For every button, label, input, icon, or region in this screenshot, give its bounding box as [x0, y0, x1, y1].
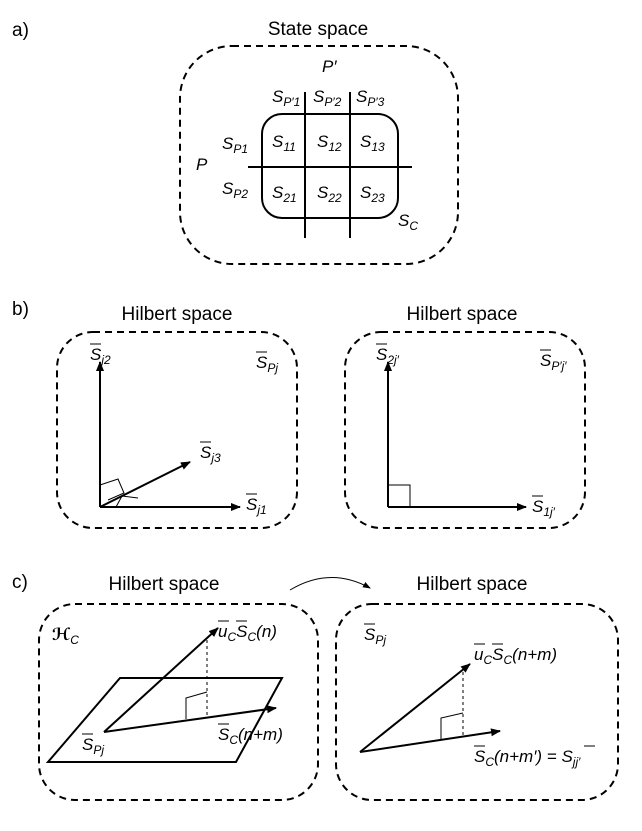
vector-uc-sc-n-m — [359, 663, 471, 753]
panel-a-label: a) — [12, 20, 29, 41]
col-label-2: SP′2 — [313, 87, 342, 109]
hilbert-title-b-left: Hilbert space — [122, 304, 233, 325]
projection-right-angle — [185, 691, 208, 719]
cell-21: S21 — [272, 183, 297, 205]
hilbert-box-b-right — [344, 331, 586, 529]
sc-label: SC — [398, 211, 418, 233]
right-angle-marker — [388, 484, 411, 507]
state-space-title: State space — [268, 19, 368, 40]
vector-sc-n-m-prime — [359, 728, 501, 753]
label-uc-sc-n-m: uCSC(n+m) — [474, 645, 557, 667]
label-spj-c-right: SPj — [364, 625, 386, 647]
row-label-2: SP2 — [222, 179, 248, 201]
label-sc-n-m-prime: SC(n+m′) = Sjj′ — [474, 747, 581, 769]
hilbert-box-b-left — [56, 331, 298, 529]
label-spj-b: SPj — [256, 353, 278, 375]
col-label-3: SP′3 — [356, 87, 385, 109]
right-angle-marker-skew-1 — [99, 478, 125, 501]
p-label: P — [196, 155, 208, 174]
hilbert-title-c-right: Hilbert space — [417, 574, 528, 595]
label-j3: Sj3 — [200, 443, 221, 465]
panel-a: a) State space P′ P SP′1 SP′2 SP′3 SP1 S… — [12, 19, 459, 265]
hilbert-box-c-left — [38, 603, 319, 801]
vector-sc-n-m — [103, 705, 277, 733]
col-label-1: SP′1 — [272, 87, 300, 109]
transition-arrow — [289, 577, 371, 591]
cell-13: S13 — [360, 132, 385, 154]
row-label-1: SP1 — [222, 134, 248, 156]
hc-label: ℋC — [52, 625, 79, 647]
vector-uc-sc-n — [103, 627, 219, 733]
panel-b: b) Hilbert space Sj2 Sj1 Sj3 SPj Hilbert… — [12, 299, 586, 529]
vector-j3-arrow — [99, 461, 191, 508]
cell-12: S12 — [317, 132, 342, 154]
state-space-boundary — [179, 45, 459, 265]
cell-23: S23 — [360, 183, 385, 205]
panel-c: c) Hilbert space ℋC uCSC(n) SC(n+m) SPj … — [12, 572, 619, 801]
label-uc-sc-n: uCSC(n) — [218, 622, 277, 644]
label-spj-prime: SP′j′ — [540, 351, 567, 373]
panel-b-label: b) — [12, 299, 29, 320]
p-prime-label: P′ — [322, 57, 337, 76]
hilbert-box-c-right — [335, 603, 619, 801]
right-angle-marker-skew-2 — [115, 495, 139, 508]
panel-c-label: c) — [12, 572, 28, 593]
subspace-plane — [45, 677, 284, 763]
projection-right-angle-right — [440, 712, 464, 740]
hilbert-title-c-left: Hilbert space — [109, 574, 220, 595]
hilbert-title-b-right: Hilbert space — [407, 304, 518, 325]
label-2j: S2j′ — [376, 345, 400, 367]
label-j1: Sj1 — [246, 495, 267, 517]
label-j2: Sj2 — [90, 345, 111, 367]
cell-22: S22 — [317, 183, 342, 205]
label-spj-c-left: SPj — [82, 735, 104, 757]
label-1j: S1j′ — [532, 497, 556, 519]
label-sc-n-m: SC(n+m) — [218, 725, 283, 747]
cell-11: S11 — [272, 132, 296, 154]
